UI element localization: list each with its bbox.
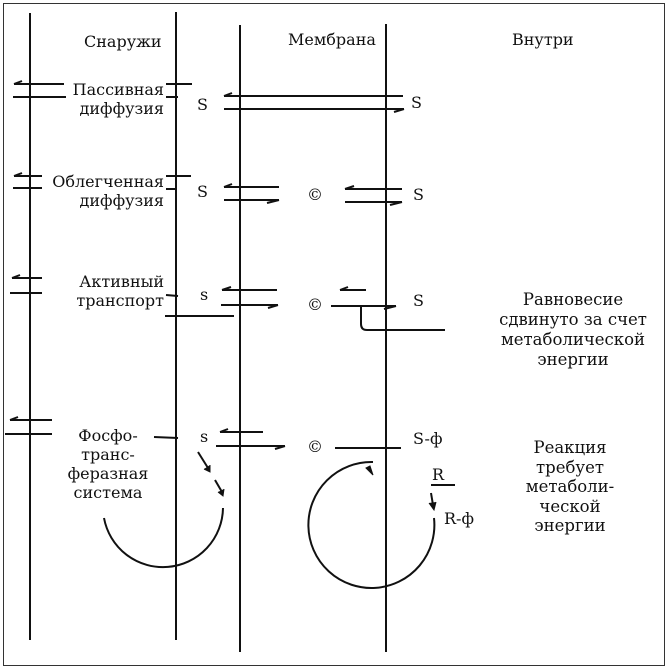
phospho-right-bar — [153, 436, 179, 439]
active-substrate-in: S — [413, 291, 424, 310]
phospho-note-line3: метаболи- — [525, 477, 615, 496]
outer-cycle-arrow-2 — [214, 479, 223, 493]
phospho-note-line1: Реакция — [533, 438, 607, 457]
active-carrier: © — [307, 295, 323, 314]
active-label: Активный транспорт — [60, 272, 164, 310]
active-note-line1: Равновесие — [522, 290, 624, 309]
phospho-r-label: R — [432, 465, 445, 484]
facilitated-label-line2: диффузия — [79, 191, 164, 210]
phospho-label-line2: транс- — [81, 445, 135, 464]
facilitated-label: Облегченная диффузия — [44, 172, 164, 210]
active-label-line1: Активный — [79, 272, 164, 291]
active-note-line2: сдвинуто за счет — [499, 310, 647, 329]
passive-substrate-in: S — [411, 93, 422, 112]
active-note-line4: энергии — [537, 350, 609, 369]
phospho-label-line4: система — [73, 483, 143, 502]
phospho-substrate-out: s — [200, 427, 209, 446]
phospho-note-line2: требует — [536, 457, 604, 477]
passive-label-line1: Пассивная — [72, 80, 164, 99]
phospho-label-line1: Фосфо- — [78, 426, 138, 445]
phospho-product-in: S-ф — [413, 429, 443, 448]
facilitated-substrate-in: S — [413, 185, 424, 204]
passive-label-line2: диффузия — [79, 99, 164, 118]
phospho-carrier: © — [307, 437, 323, 456]
active-energy-note: Равновесие сдвинуто за счет метаболическ… — [488, 290, 658, 370]
phospho-note-line5: энергии — [534, 516, 606, 535]
active-substrate-out: s — [200, 285, 209, 304]
phospho-label-line3: феразная — [67, 464, 149, 483]
inner-cycle-arc — [307, 460, 436, 589]
phospho-r-phospho: R-ф — [444, 509, 474, 528]
region-membrane: Мембрана — [288, 30, 376, 49]
active-label-line2: транспорт — [76, 291, 164, 310]
facilitated-label-line1: Облегченная — [52, 172, 164, 191]
active-note-line3: метаболической — [500, 330, 646, 349]
diagram-frame — [3, 3, 665, 666]
phospho-note-line4: ческой — [539, 496, 601, 516]
outer-cycle-arc — [103, 507, 224, 569]
region-outside: Снаружи — [84, 32, 162, 51]
passive-substrate-out: S — [197, 95, 208, 114]
facilitated-carrier: © — [307, 185, 323, 204]
passive-label: Пассивная диффузия — [66, 80, 164, 118]
phospho-energy-note: Реакция требует метаболи- ческой энергии — [505, 438, 635, 536]
phospho-label: Фосфо- транс- феразная система — [58, 426, 158, 502]
active-right-arrow — [165, 294, 179, 297]
region-inside: Внутри — [512, 30, 574, 49]
facilitated-substrate-out: S — [197, 182, 208, 201]
outer-cycle-arrow-1 — [197, 451, 209, 469]
active-energy-link — [360, 307, 445, 331]
